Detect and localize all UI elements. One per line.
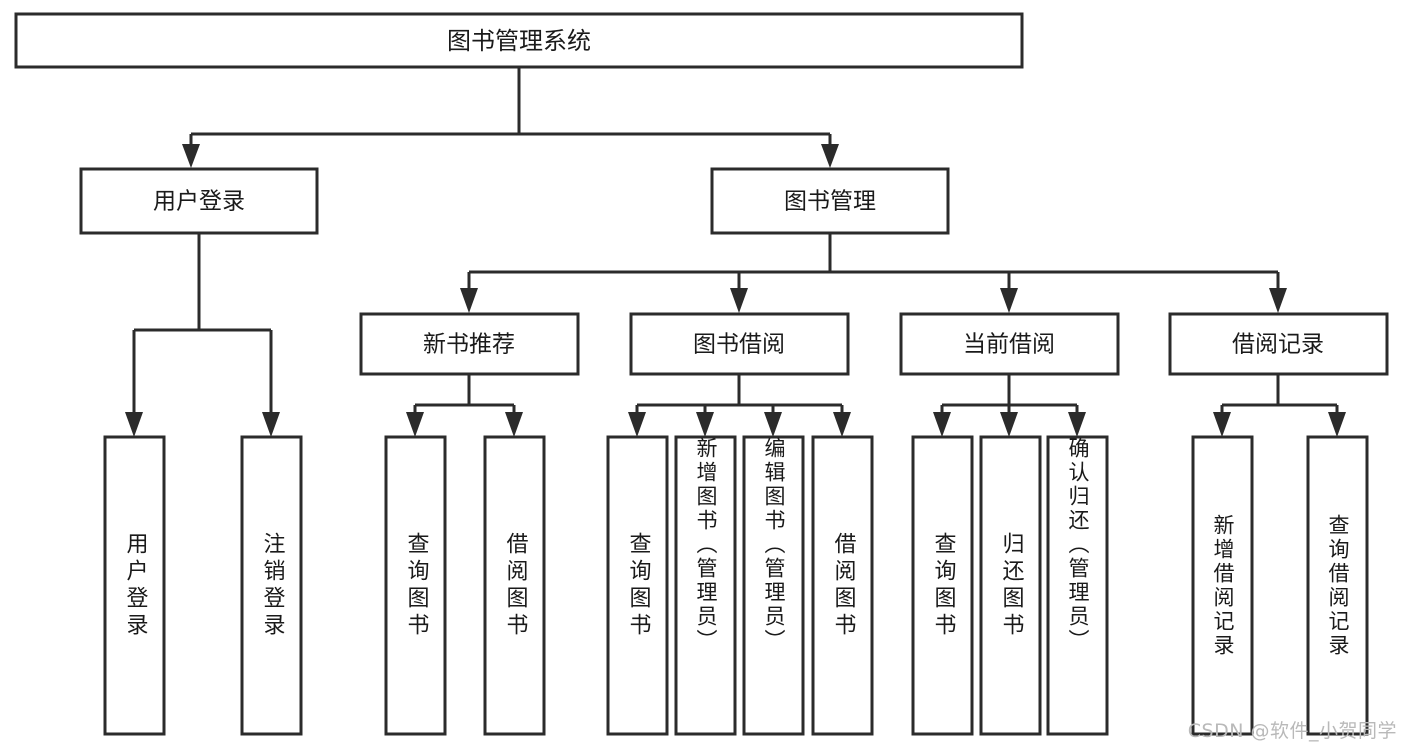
- leaf-box-user-login[interactable]: [103, 435, 166, 736]
- arrow-head-icon: [1000, 288, 1018, 313]
- arrow-head-icon: [833, 412, 851, 437]
- node-current-borrow-label: 当前借阅: [963, 332, 1055, 358]
- arrow-head-icon: [1328, 412, 1346, 437]
- arrow-head-icon: [1000, 412, 1018, 437]
- leaf-box-query-borrow-record[interactable]: [1306, 435, 1369, 736]
- arrow-head-icon: [1269, 288, 1287, 313]
- arrow-head-icon: [505, 412, 523, 437]
- node-new-book-recommend-box[interactable]: [359, 312, 580, 376]
- arrow-head-icon: [628, 412, 646, 437]
- leaf-box-add-borrow-record[interactable]: [1191, 435, 1254, 736]
- connector-current-borrow-to-leaves: [933, 374, 1086, 437]
- node-new-book-recommend-label: 新书推荐: [423, 332, 515, 358]
- leaf-box-query-book-2[interactable]: [606, 435, 669, 736]
- connector-user-login-to-leaves: [125, 233, 280, 437]
- node-current-borrow[interactable]: 当前借阅: [899, 312, 1120, 376]
- leaf-box-confirm-return-admin[interactable]: [1046, 435, 1109, 736]
- node-borrow-record-label: 借阅记录: [1232, 332, 1324, 358]
- arrow-head-icon: [1068, 412, 1086, 437]
- arrow-head-icon: [821, 144, 839, 168]
- connector-borrow-record-to-leaves: [1213, 374, 1346, 437]
- arrow-head-icon: [125, 412, 143, 437]
- node-user-login-box[interactable]: [79, 167, 319, 235]
- leaf-box-borrow-book-2[interactable]: [811, 435, 874, 736]
- node-current-borrow-box[interactable]: [899, 312, 1120, 376]
- node-root-box[interactable]: [14, 12, 1024, 69]
- leaf-box-add-book-admin[interactable]: [674, 435, 737, 736]
- leaf-box-query-book-1[interactable]: [384, 435, 447, 736]
- leaf-box-query-book-3[interactable]: [911, 435, 974, 736]
- node-book-borrow-label: 图书借阅: [693, 332, 785, 358]
- connector-book-management-to-level3: [460, 233, 1287, 313]
- node-user-login-label: 用户登录: [153, 189, 245, 215]
- connector-new-book-recommend-to-leaves: [406, 374, 523, 437]
- arrow-head-icon: [262, 412, 280, 437]
- arrow-head-icon: [460, 288, 478, 313]
- connector-root-to-level2: [182, 67, 839, 168]
- arrow-head-icon: [182, 144, 200, 168]
- node-user-login[interactable]: 用户登录: [79, 167, 319, 235]
- node-borrow-record[interactable]: 借阅记录: [1168, 312, 1389, 376]
- node-book-management[interactable]: 图书管理: [710, 167, 950, 235]
- node-new-book-recommend[interactable]: 新书推荐: [359, 312, 580, 376]
- arrow-head-icon: [1213, 412, 1231, 437]
- node-root[interactable]: 图书管理系统: [14, 12, 1024, 69]
- leaf-box-return-book[interactable]: [979, 435, 1042, 736]
- csdn-watermark: CSDN @软件_小贺同学: [1187, 720, 1397, 742]
- arrow-head-icon: [406, 412, 424, 437]
- node-book-management-label: 图书管理: [784, 189, 876, 215]
- arrow-head-icon: [933, 412, 951, 437]
- arrow-head-icon: [730, 288, 748, 313]
- node-root-label: 图书管理系统: [447, 27, 591, 55]
- arrow-head-icon: [696, 412, 714, 437]
- leaf-box-logout[interactable]: [240, 435, 303, 736]
- leaf-box-edit-book-admin[interactable]: [742, 435, 805, 736]
- arrow-head-icon: [764, 412, 782, 437]
- leaf-box-borrow-book-1[interactable]: [483, 435, 546, 736]
- node-book-borrow[interactable]: 图书借阅: [629, 312, 850, 376]
- connector-book-borrow-to-leaves: [628, 374, 851, 437]
